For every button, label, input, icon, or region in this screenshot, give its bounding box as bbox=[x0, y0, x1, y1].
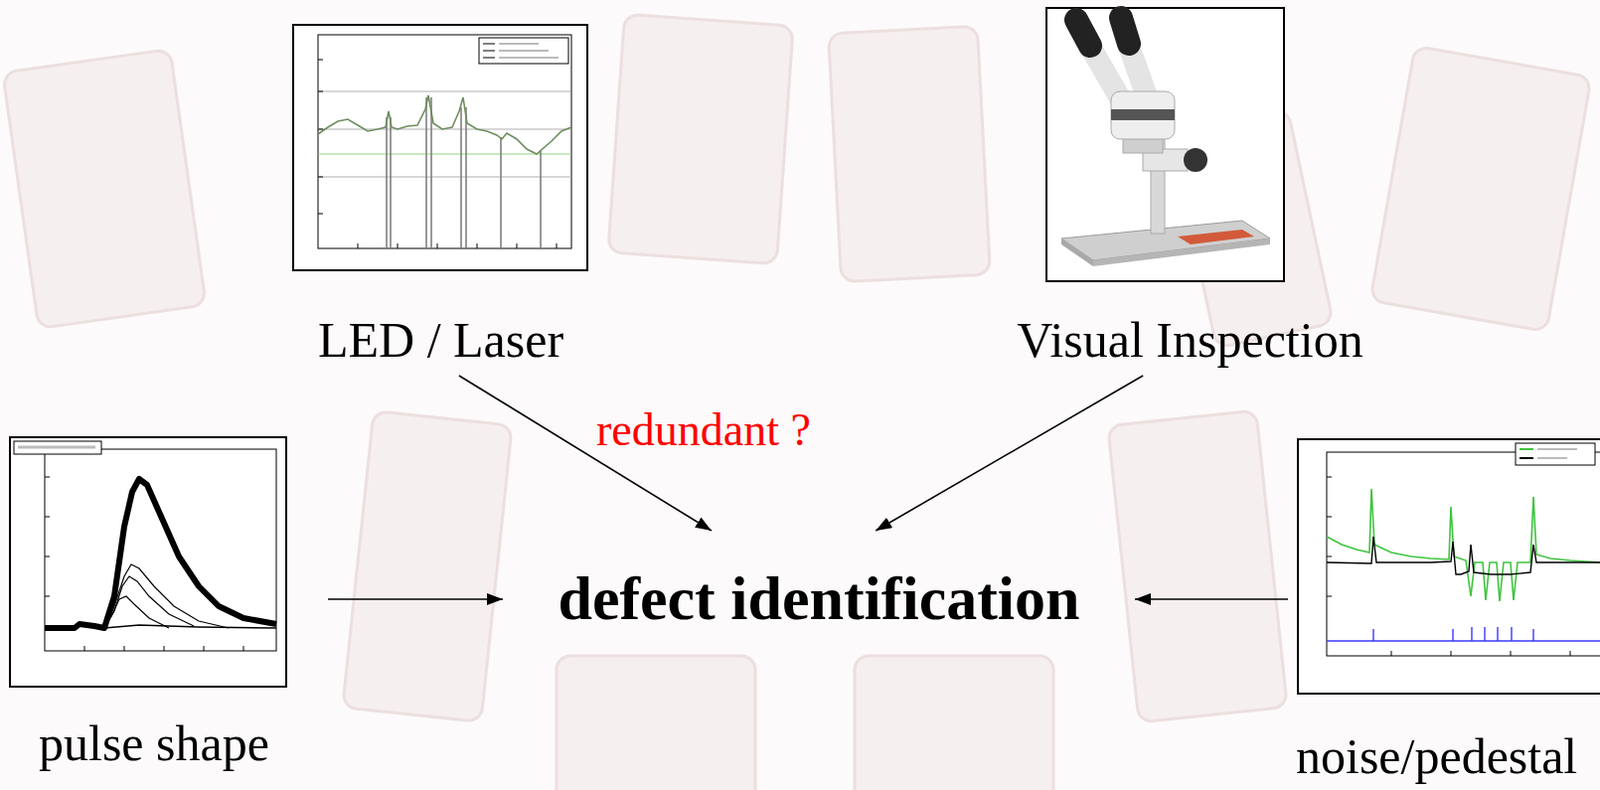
arrow-connector bbox=[327, 598, 503, 601]
caption-text: LED / Laser bbox=[318, 312, 564, 370]
plot-axes bbox=[318, 34, 572, 249]
flag-line bbox=[1326, 627, 1600, 641]
eyepiece bbox=[1076, 19, 1091, 46]
axis-ticks bbox=[44, 477, 244, 651]
plot-legend-lines bbox=[482, 43, 495, 58]
channel-spike bbox=[386, 97, 541, 249]
plot-frame bbox=[293, 24, 588, 271]
sample-slide bbox=[1177, 229, 1255, 245]
plot-legend bbox=[479, 37, 569, 64]
plot-legend-line bbox=[1519, 457, 1534, 460]
faint-module bbox=[1108, 410, 1288, 723]
microscope-band bbox=[1111, 109, 1175, 121]
picture-frame bbox=[1046, 7, 1284, 282]
microscope-base-edge bbox=[1061, 238, 1094, 267]
plot-legend-marks bbox=[1537, 449, 1578, 459]
image-panel: pulse shape bbox=[7, 437, 328, 786]
pulse-curve-main bbox=[44, 479, 277, 629]
faint-module bbox=[854, 655, 1054, 790]
caption-text: noise/pedestal bbox=[1295, 728, 1578, 787]
plot-title-mark bbox=[17, 446, 96, 450]
microscope-head bbox=[1111, 91, 1175, 140]
image-panel: LED / Laser bbox=[293, 24, 589, 376]
plot-title-box bbox=[13, 441, 102, 455]
microscope-base-edge bbox=[1093, 238, 1271, 267]
cut-line bbox=[318, 153, 572, 155]
caption-text: pulse shape bbox=[38, 715, 270, 774]
plot-axes bbox=[1326, 452, 1600, 656]
led-plot bbox=[293, 24, 588, 271]
focus-knob bbox=[1183, 148, 1208, 172]
plot-legend-line bbox=[1519, 448, 1534, 451]
noise-curve bbox=[1326, 488, 1600, 602]
plot-legend-marks bbox=[498, 43, 559, 58]
axis-ticks bbox=[318, 59, 557, 249]
faint-module bbox=[556, 655, 756, 790]
arrow-connector bbox=[875, 375, 1143, 531]
axis-ticks bbox=[1326, 477, 1571, 656]
plot-legend bbox=[1515, 443, 1596, 466]
image-panel: Visual Inspection bbox=[998, 7, 1382, 376]
arrow-connector bbox=[1134, 598, 1288, 601]
caption-text: Visual Inspection bbox=[1016, 312, 1363, 370]
plot-frame bbox=[9, 437, 287, 687]
faint-module bbox=[1370, 45, 1592, 331]
eyepiece bbox=[1120, 17, 1129, 44]
pulse-plot bbox=[9, 437, 287, 687]
note-label: redundant ? bbox=[596, 405, 811, 457]
led-curve bbox=[318, 95, 572, 155]
faint-module bbox=[608, 13, 794, 264]
image-panel: noise/pedestal bbox=[1287, 439, 1600, 788]
plot-axes bbox=[44, 449, 277, 651]
center-box: defect identification bbox=[502, 530, 1135, 668]
pedestal-curve bbox=[1326, 536, 1600, 575]
faint-module bbox=[342, 411, 513, 723]
grid-line bbox=[318, 91, 572, 177]
faint-module bbox=[828, 25, 991, 283]
noise-plot bbox=[1297, 439, 1600, 694]
microscope-picture bbox=[1046, 7, 1284, 282]
title-text: defect identification bbox=[557, 563, 1080, 635]
faint-module bbox=[2, 48, 207, 328]
